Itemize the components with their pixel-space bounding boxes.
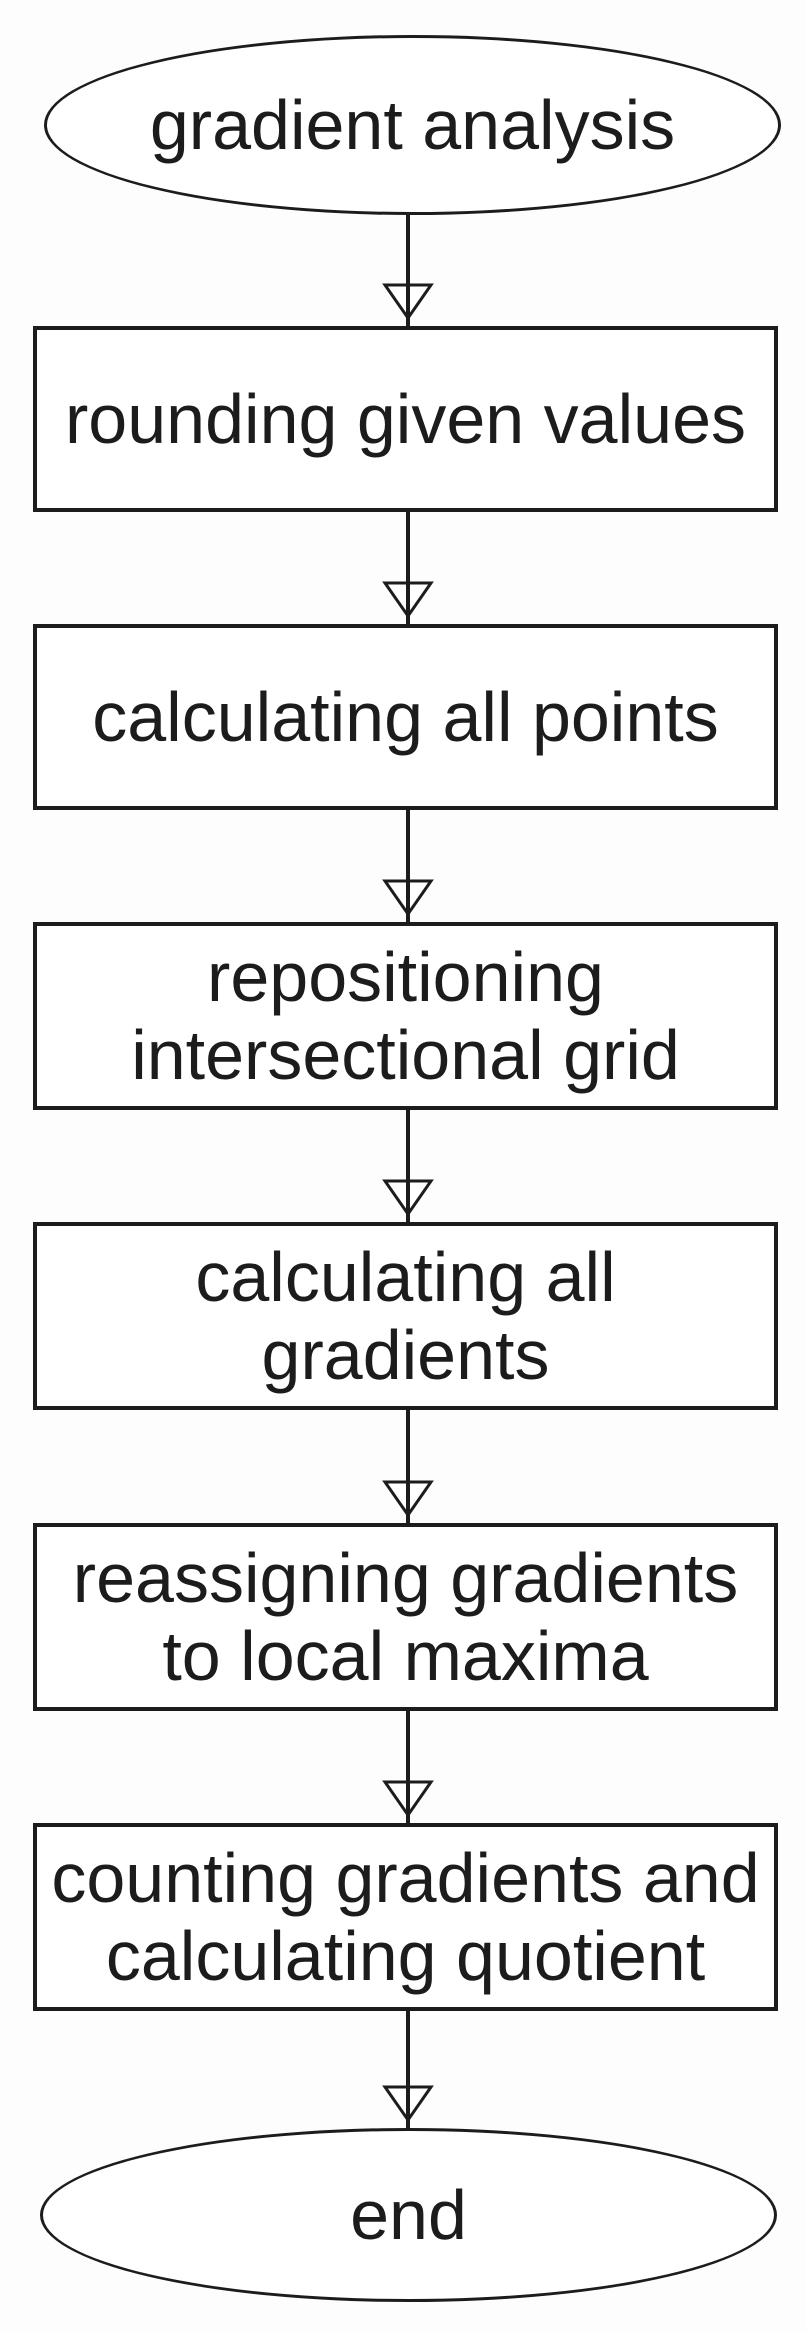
arrowhead-icon	[382, 1480, 434, 1518]
arrow-start-to-step1	[382, 215, 434, 326]
arrow-step5-to-step6	[382, 1711, 434, 1823]
arrow-step1-to-step2	[382, 512, 434, 624]
arrowhead-icon	[382, 2085, 434, 2123]
process-step-1-label: rounding given values	[64, 380, 747, 458]
arrowhead-icon	[382, 1179, 434, 1217]
process-step-5: reassigning gradients to local maxima	[33, 1523, 778, 1711]
process-step-6: counting gradients and calculating quoti…	[33, 1823, 778, 2011]
arrowhead-icon	[382, 1780, 434, 1818]
start-terminator-node: gradient analysis	[44, 35, 781, 215]
end-terminator-node: end	[40, 2128, 777, 2302]
process-step-4-label: calculating all gradients	[195, 1238, 616, 1394]
process-step-3: repositioning intersectional grid	[33, 922, 778, 1110]
arrow-step2-to-step3	[382, 810, 434, 922]
process-step-2: calculating all points	[33, 624, 778, 810]
process-step-6-label: counting gradients and calculating quoti…	[51, 1839, 760, 1995]
process-step-5-label: reassigning gradients to local maxima	[72, 1539, 739, 1695]
arrowhead-icon	[382, 283, 434, 321]
process-step-4: calculating all gradients	[33, 1222, 778, 1410]
process-step-3-label: repositioning intersectional grid	[131, 938, 680, 1094]
arrowhead-icon	[382, 581, 434, 619]
arrow-step4-to-step5	[382, 1410, 434, 1523]
end-node-label: end	[350, 2176, 467, 2254]
start-node-label: gradient analysis	[149, 86, 676, 164]
process-step-2-label: calculating all points	[92, 678, 719, 756]
process-step-1: rounding given values	[33, 326, 778, 512]
arrow-step6-to-end	[382, 2011, 434, 2130]
arrowhead-icon	[382, 879, 434, 917]
arrow-step3-to-step4	[382, 1110, 434, 1222]
